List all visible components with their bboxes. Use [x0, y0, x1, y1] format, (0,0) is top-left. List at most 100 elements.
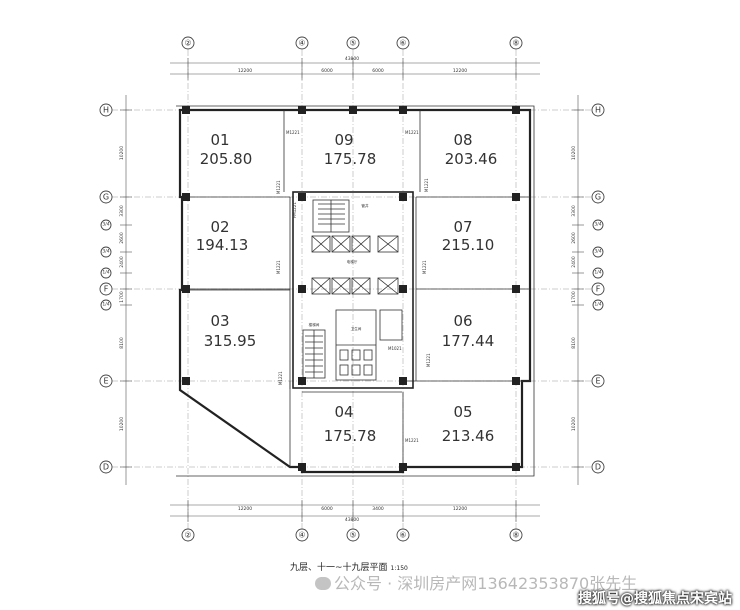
axis-label: 1/4	[594, 302, 601, 308]
door-tag: M1221	[276, 180, 281, 194]
right-axis-bubbles: H G 3/4 3/4 1/4 F 1/4 E D	[591, 103, 605, 474]
dim-value: 12200	[238, 68, 252, 74]
dim-value: 3300	[571, 205, 577, 217]
watermark-corner: 搜狐号@搜狐焦点宋宾站	[578, 588, 732, 608]
axis-label: ④	[298, 39, 305, 48]
unit-area: 177.44	[442, 332, 495, 350]
door-tag: M1221	[405, 438, 419, 443]
axis-label: H	[595, 106, 601, 115]
dim-total: 43800	[345, 517, 359, 523]
dim-value: 2600	[119, 232, 125, 244]
unit-number: 09	[334, 131, 353, 149]
axis-label: ②	[184, 531, 191, 540]
watermark-main: 公众号 · 深圳房产网13642353870张先生	[315, 570, 637, 594]
toilet-label: 卫生间	[351, 326, 362, 331]
unit-area: 213.46	[442, 427, 495, 445]
dim-value: 2600	[571, 232, 577, 244]
axis-label: 1/4	[594, 270, 601, 276]
unit-number: 04	[334, 403, 353, 421]
unit-area: 315.95	[204, 332, 257, 350]
watermark-text: 公众号 · 深圳房产网13642353870张先生	[334, 574, 638, 593]
unit-number: 07	[453, 218, 472, 236]
dim-value: 1700	[571, 291, 577, 303]
structural-columns	[182, 106, 520, 471]
door-tag: M1221	[286, 130, 300, 135]
door-tag: M1221	[424, 178, 429, 192]
dim-value: 6000	[321, 506, 333, 512]
axis-label: ②	[184, 39, 191, 48]
axis-label: G	[595, 193, 601, 202]
unit-area: 175.78	[324, 427, 377, 445]
axis-label: F	[596, 285, 601, 294]
dim-total: 43800	[345, 56, 359, 62]
axis-label: H	[103, 106, 109, 115]
axis-label: G	[103, 193, 109, 202]
dim-value: 8100	[571, 337, 577, 349]
unit-area: 194.13	[196, 236, 249, 254]
dim-value: 10200	[571, 146, 577, 160]
axis-label: ⑧	[512, 531, 519, 540]
unit-number: 03	[210, 312, 229, 330]
dim-value: 10200	[119, 146, 125, 160]
dim-value: 12200	[453, 68, 467, 74]
axis-label: 1/4	[102, 302, 109, 308]
dim-value: 3300	[119, 205, 125, 217]
bottom-dimension-chain: 12200 6000 3400 12200 43800	[170, 500, 540, 523]
dim-value: 12200	[238, 506, 252, 512]
plan-scale: 1:150	[390, 565, 408, 572]
axis-label: ⑥	[399, 531, 406, 540]
dim-value: 8100	[119, 337, 125, 349]
dim-value: 2400	[571, 256, 577, 268]
axis-label: ⑧	[512, 39, 519, 48]
unit-number: 05	[453, 403, 472, 421]
unit-number: 08	[453, 131, 472, 149]
left-dimension-chain: 10200 3300 2600 2400 1700 8100 10200	[119, 95, 132, 485]
axis-label: 3/4	[102, 222, 109, 228]
dim-value: 12200	[453, 506, 467, 512]
door-tag: M1221	[276, 260, 281, 274]
unit-number: 06	[453, 312, 472, 330]
door-tag: FM1221	[292, 202, 297, 218]
watermark-corner-text: 搜狐号@搜狐焦点宋宾站	[578, 591, 732, 607]
axis-label: 3/4	[594, 249, 601, 255]
unit-number: 01	[210, 131, 229, 149]
stair-label: 楼梯间	[309, 322, 320, 327]
axis-label: 1/4	[102, 270, 109, 276]
lobby-label: 电梯厅	[347, 259, 358, 264]
axis-label: D	[103, 463, 109, 472]
dim-value: 6000	[321, 68, 333, 74]
left-axis-bubbles: H G 3/4 3/4 1/4 F 1/4 E D	[99, 103, 113, 474]
axis-label: E	[103, 377, 108, 386]
shaft-label: 管井	[361, 203, 369, 208]
axis-label: ④	[298, 531, 305, 540]
axis-label: ⑤	[349, 39, 356, 48]
door-tag: M1221	[405, 130, 419, 135]
dim-value: 10200	[119, 417, 125, 431]
door-tag: M1221	[278, 371, 283, 385]
grid-lines	[112, 50, 600, 540]
dim-value: 10200	[571, 417, 577, 431]
unit-area: 175.78	[324, 150, 377, 168]
axis-label: F	[104, 285, 109, 294]
top-dimension-chain: 43800 12200 6000 6000 12200	[170, 56, 540, 80]
right-dimension-chain: 10200 3300 2600 2400 1700 8100 10200	[571, 95, 584, 485]
unit-number: 02	[210, 218, 229, 236]
dim-value: 6000	[372, 68, 384, 74]
door-tag: M1221	[426, 353, 431, 367]
bottom-axis-bubbles: ② ④ ⑤ ⑥ ⑧	[181, 528, 523, 542]
dim-value: 3400	[372, 506, 384, 512]
door-tag: M1221	[422, 260, 427, 274]
plan-title: 九层、十一~十九层平面	[290, 563, 388, 573]
axis-label: ⑥	[399, 39, 406, 48]
unit-area: 215.10	[442, 236, 495, 254]
door-tags: M1221 M1221 M1221 M1221 M1221 M1221 M102…	[276, 130, 431, 443]
unit-area: 203.46	[445, 150, 498, 168]
axis-label: D	[595, 463, 601, 472]
axis-label: 3/4	[102, 249, 109, 255]
wechat-icon	[315, 577, 331, 590]
axis-label: 3/4	[594, 222, 601, 228]
dim-value: 1700	[119, 291, 125, 303]
dim-value: 2400	[119, 256, 125, 268]
